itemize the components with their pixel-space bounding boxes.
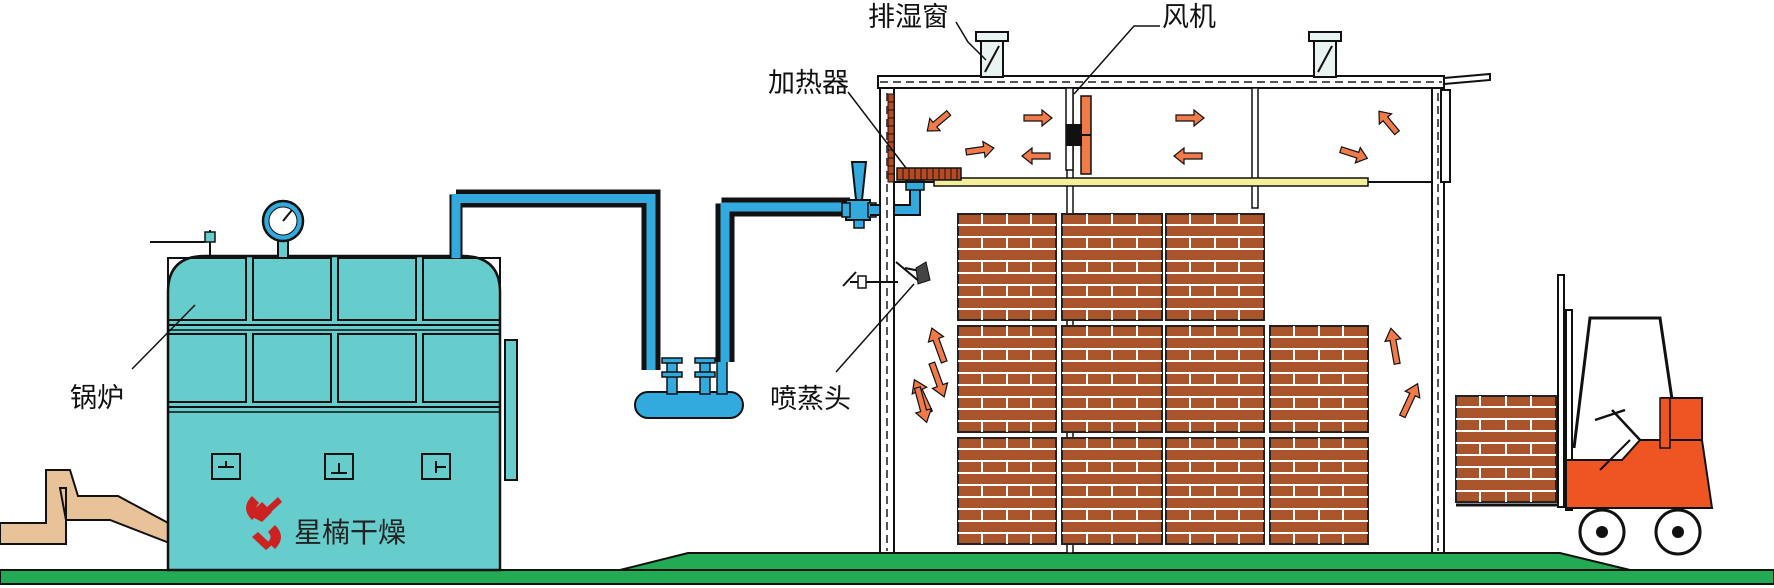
feed-duct bbox=[0, 469, 187, 546]
steam-nozzle-icon bbox=[842, 261, 931, 289]
heater-coil bbox=[887, 93, 962, 183]
fan-label: 风机 bbox=[1162, 2, 1216, 33]
pump-manifold bbox=[634, 357, 744, 419]
airflow-arrow-icon bbox=[926, 109, 952, 132]
deflector-plate bbox=[933, 177, 1369, 187]
vent-label: 排湿窗 bbox=[868, 2, 949, 33]
lumber-stack bbox=[1061, 213, 1163, 321]
forklift bbox=[1455, 274, 1714, 556]
boiler-valve-icon bbox=[150, 230, 216, 256]
airflow-arrows bbox=[911, 108, 1421, 424]
lumber-stack bbox=[957, 213, 1057, 321]
kiln-ground-platform bbox=[619, 552, 1631, 571]
pressure-gauge-icon bbox=[261, 199, 305, 259]
brand-name: 星楠干燥 bbox=[294, 516, 406, 549]
boiler-leader-line bbox=[131, 304, 196, 370]
heater-label: 加热器 bbox=[768, 68, 849, 99]
steam-pipe-2 bbox=[715, 197, 850, 362]
steam-nozzle-leader-line bbox=[835, 283, 915, 373]
airflow-arrow-icon bbox=[927, 327, 948, 364]
airflow-arrow-icon bbox=[1023, 108, 1053, 128]
xingnan-logo-icon bbox=[246, 496, 282, 550]
boiler-label: 锅炉 bbox=[70, 383, 124, 414]
steam-nozzle-label: 喷蒸头 bbox=[770, 384, 851, 415]
steam-pipe-2-fill bbox=[720, 202, 850, 362]
exhaust-vent-left bbox=[975, 31, 1009, 78]
fan-icon bbox=[1065, 87, 1092, 175]
airflow-arrow-icon bbox=[928, 361, 949, 398]
steam-pipe-1-fill bbox=[451, 194, 656, 370]
airflow-arrow-icon bbox=[1175, 108, 1205, 128]
lumber-stack bbox=[1061, 325, 1163, 433]
steam-valve-icon bbox=[841, 161, 877, 229]
lumber-stack bbox=[1165, 325, 1265, 433]
lumber-stack bbox=[1269, 437, 1369, 545]
lumber-stack bbox=[1061, 437, 1163, 545]
airflow-arrow-icon bbox=[1339, 146, 1369, 164]
fan-leader-line bbox=[1073, 25, 1160, 95]
airflow-arrow-icon bbox=[1398, 382, 1421, 419]
lumber-stack bbox=[1165, 213, 1265, 321]
airflow-arrow-icon bbox=[1378, 110, 1401, 136]
heater-leader-line bbox=[847, 91, 907, 169]
airflow-arrow-icon bbox=[913, 386, 933, 424]
airflow-arrow-icon bbox=[1173, 146, 1203, 166]
airflow-arrow-icon bbox=[965, 140, 995, 159]
lumber-stack bbox=[957, 437, 1057, 545]
lumber-stack bbox=[1165, 437, 1265, 545]
exhaust-vent-right bbox=[1308, 31, 1342, 78]
ground-strip bbox=[0, 569, 1774, 585]
vent-leader-line bbox=[955, 21, 987, 61]
lumber-stack bbox=[957, 325, 1057, 433]
airflow-arrow-icon bbox=[1021, 146, 1051, 166]
airflow-arrow-icon bbox=[1384, 327, 1403, 365]
lumber-stack bbox=[1269, 325, 1369, 433]
